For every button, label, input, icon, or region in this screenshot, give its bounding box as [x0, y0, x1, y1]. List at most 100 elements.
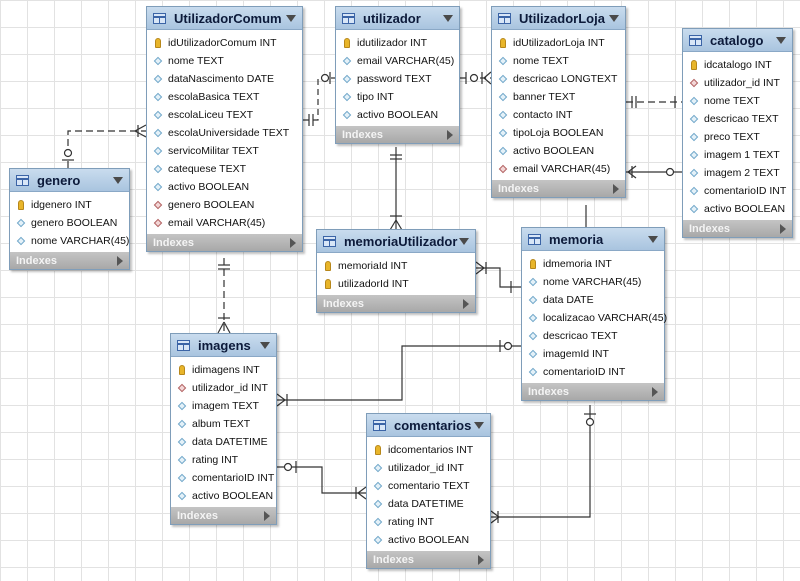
collapse-arrow-icon[interactable]	[113, 176, 123, 184]
rel-memoria-imagens[interactable]	[276, 340, 521, 407]
indexes-section[interactable]: Indexes	[317, 295, 475, 312]
expand-arrow-icon[interactable]	[117, 255, 123, 266]
table-column[interactable]: nome TEXT	[147, 52, 302, 70]
table-header[interactable]: UtilizadorLoja	[492, 7, 625, 30]
table-column[interactable]: contacto INT	[492, 106, 625, 124]
table-column[interactable]: comentarioID INT	[171, 469, 276, 487]
table-column[interactable]: utilizadorId INT	[317, 275, 475, 293]
table-column[interactable]: activo BOOLEAN	[336, 106, 459, 124]
collapse-arrow-icon[interactable]	[648, 235, 658, 243]
expand-arrow-icon[interactable]	[290, 237, 296, 248]
collapse-arrow-icon[interactable]	[609, 14, 619, 22]
expand-arrow-icon[interactable]	[447, 129, 453, 140]
table-column[interactable]: preco TEXT	[683, 128, 792, 146]
table-column[interactable]: idcatalogo INT	[683, 56, 792, 74]
table-column[interactable]: nome VARCHAR(45)	[522, 273, 664, 291]
table-header[interactable]: imagens	[171, 334, 276, 357]
table-column[interactable]: email VARCHAR(45)	[147, 214, 302, 232]
table-column[interactable]: idutilizador INT	[336, 34, 459, 52]
table-column[interactable]: idimagens INT	[171, 361, 276, 379]
expand-arrow-icon[interactable]	[652, 386, 658, 397]
rel-utilizadorcomum-imagens[interactable]	[217, 258, 231, 334]
rel-catalogo-utilizadorloja[interactable]	[626, 165, 682, 179]
table-column[interactable]: data DATETIME	[367, 495, 490, 513]
table-column[interactable]: imagemId INT	[522, 345, 664, 363]
collapse-arrow-icon[interactable]	[286, 14, 296, 22]
table-column[interactable]: idcomentarios INT	[367, 441, 490, 459]
table-column[interactable]: rating INT	[367, 513, 490, 531]
table-column[interactable]: localizacao VARCHAR(45)	[522, 309, 667, 327]
indexes-section[interactable]: Indexes	[10, 252, 129, 269]
indexes-section[interactable]: Indexes	[492, 180, 625, 197]
expand-arrow-icon[interactable]	[478, 554, 484, 565]
table-column[interactable]: rating INT	[171, 451, 276, 469]
table-column[interactable]: comentario TEXT	[367, 477, 490, 495]
collapse-arrow-icon[interactable]	[474, 421, 484, 429]
table-column[interactable]: descricao LONGTEXT	[492, 70, 625, 88]
table-column[interactable]: comentarioID INT	[683, 182, 792, 200]
indexes-section[interactable]: Indexes	[336, 126, 459, 143]
table-column[interactable]: descricao TEXT	[522, 327, 664, 345]
table-column[interactable]: imagem 1 TEXT	[683, 146, 792, 164]
table-column[interactable]: password TEXT	[336, 70, 459, 88]
table-column[interactable]: utilizador_id INT	[171, 379, 276, 397]
rel-utilizadorloja-catalogo[interactable]	[626, 96, 682, 108]
rel-memoriautilizador-memoria[interactable]	[475, 261, 521, 293]
indexes-section[interactable]: Indexes	[147, 234, 302, 251]
table-column[interactable]: activo BOOLEAN	[171, 487, 276, 505]
table-column[interactable]: escolaBasica TEXT	[147, 88, 302, 106]
expand-arrow-icon[interactable]	[463, 298, 469, 309]
expand-arrow-icon[interactable]	[264, 510, 270, 521]
table-column[interactable]: utilizador_id INT	[683, 74, 792, 92]
expand-arrow-icon[interactable]	[613, 183, 619, 194]
rel-utilizadorcomum-utilizador[interactable]	[303, 72, 335, 126]
table-column[interactable]: activo BOOLEAN	[367, 531, 490, 549]
table-column[interactable]: data DATETIME	[171, 433, 276, 451]
table-column[interactable]: servicoMilitar TEXT	[147, 142, 302, 160]
table-column[interactable]: dataNascimento DATE	[147, 70, 302, 88]
table-column[interactable]: activo BOOLEAN	[683, 200, 792, 218]
rel-genero-utilizadorcomum[interactable]	[62, 124, 147, 168]
table-column[interactable]: email VARCHAR(45)	[492, 160, 625, 178]
collapse-arrow-icon[interactable]	[776, 36, 786, 44]
table-column[interactable]: email VARCHAR(45)	[336, 52, 459, 70]
table-column[interactable]: nome VARCHAR(45)	[10, 232, 129, 250]
table-header[interactable]: UtilizadorComum	[147, 7, 302, 30]
table-column[interactable]: escolaLiceu TEXT	[147, 106, 302, 124]
table-column[interactable]: tipo INT	[336, 88, 459, 106]
table-column[interactable]: escolaUniversidade TEXT	[147, 124, 302, 142]
table-column[interactable]: catequese TEXT	[147, 160, 302, 178]
table-column[interactable]: comentarioID INT	[522, 363, 664, 381]
table-header[interactable]: utilizador	[336, 7, 459, 30]
indexes-section[interactable]: Indexes	[683, 220, 792, 237]
table-column[interactable]: genero BOOLEAN	[147, 196, 302, 214]
table-column[interactable]: data DATE	[522, 291, 664, 309]
table-column[interactable]: genero BOOLEAN	[10, 214, 129, 232]
rel-utilizador-memoriautilizador[interactable]	[389, 147, 403, 231]
table-header[interactable]: catalogo	[683, 29, 792, 52]
table-header[interactable]: memoriaUtilizador	[317, 230, 475, 253]
table-column[interactable]: utilizador_id INT	[367, 459, 490, 477]
rel-imagens-comentarios[interactable]	[277, 461, 367, 500]
table-column[interactable]: album TEXT	[171, 415, 276, 433]
collapse-arrow-icon[interactable]	[459, 237, 469, 245]
rel-utilizador-utilizadorloja[interactable]	[460, 71, 492, 85]
indexes-section[interactable]: Indexes	[367, 551, 490, 568]
table-column[interactable]: idmemoria INT	[522, 255, 664, 273]
table-column[interactable]: imagem TEXT	[171, 397, 276, 415]
table-header[interactable]: genero	[10, 169, 129, 192]
table-column[interactable]: idgenero INT	[10, 196, 129, 214]
table-column[interactable]: nome TEXT	[683, 92, 792, 110]
table-column[interactable]: descricao TEXT	[683, 110, 792, 128]
collapse-arrow-icon[interactable]	[260, 341, 270, 349]
rel-memoria-comentarios[interactable]	[490, 405, 596, 524]
table-column[interactable]: nome TEXT	[492, 52, 625, 70]
